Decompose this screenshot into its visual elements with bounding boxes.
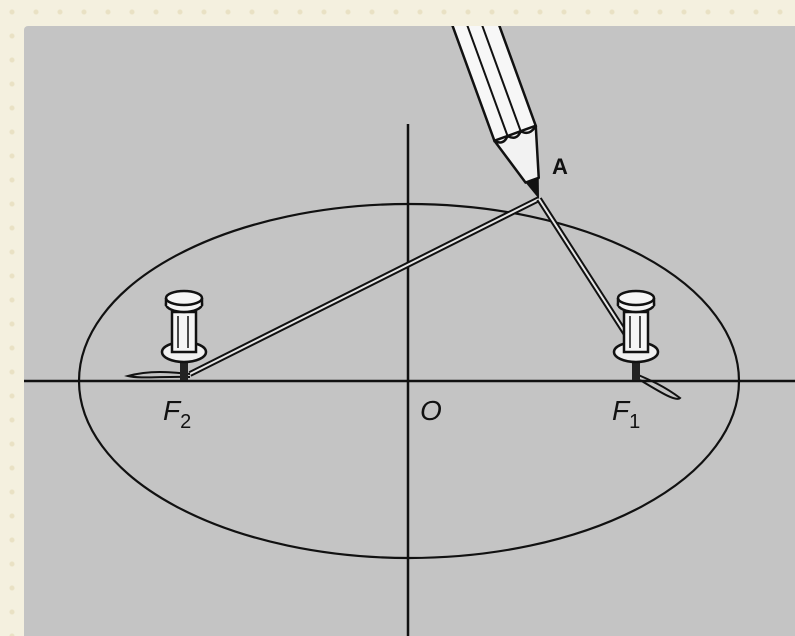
focus-left-base: F: [163, 395, 182, 426]
focus-left-label: F2: [163, 395, 191, 433]
focus-right-label: F1: [612, 395, 640, 433]
string-right: [536, 197, 639, 352]
pushpin-icon: [612, 289, 660, 380]
focus-right-base: F: [612, 395, 631, 426]
focus-right-sub: 1: [629, 411, 640, 433]
string-left: [188, 196, 541, 377]
focus-left-sub: 2: [180, 411, 191, 433]
ellipse-construction-diagram: A O F2 F1: [24, 26, 795, 636]
point-a-label: A: [552, 154, 568, 179]
pushpin-icon: [160, 289, 208, 380]
ellipse-curve: [77, 202, 741, 560]
pencil-icon: [434, 26, 540, 199]
string-tail-left: [124, 371, 191, 379]
diagram-panel: A O F2 F1: [24, 26, 795, 636]
string-tail-right: [635, 373, 682, 400]
origin-label: O: [420, 395, 442, 426]
